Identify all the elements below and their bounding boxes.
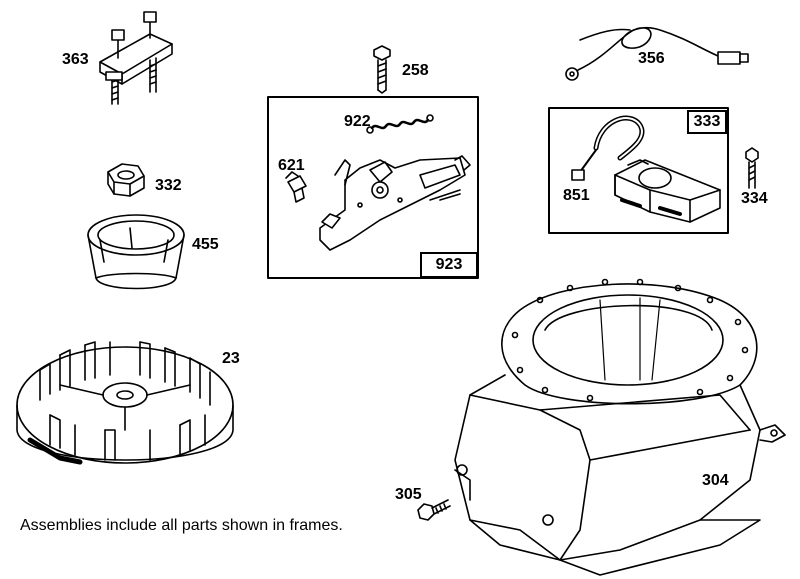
flywheel-23-drawing — [16, 341, 234, 465]
screw-334-drawing — [745, 147, 759, 189]
frame-label-333: 333 — [687, 110, 727, 134]
housing-304-drawing — [454, 278, 786, 576]
frame-923 — [267, 96, 479, 279]
part-label-363: 363 — [62, 51, 89, 68]
wire-356-drawing — [565, 27, 749, 81]
frame-label-923: 923 — [420, 252, 478, 278]
part-label-305: 305 — [395, 486, 422, 503]
screw-305-drawing — [417, 499, 451, 521]
bolt-258-drawing — [373, 45, 391, 94]
armature-assembly-drawing — [571, 115, 721, 223]
part-label-922: 922 — [344, 113, 371, 130]
part-label-356: 356 — [638, 50, 665, 67]
part-label-258: 258 — [402, 62, 429, 79]
part-label-304: 304 — [702, 472, 729, 489]
part-label-334: 334 — [741, 190, 768, 207]
assembly-note: Assemblies include all parts shown in fr… — [20, 517, 343, 534]
frame-333 — [548, 107, 729, 234]
part-label-332: 332 — [155, 177, 182, 194]
part-label-621: 621 — [278, 157, 305, 174]
part-label-851: 851 — [563, 187, 590, 204]
governor-assembly-drawing — [285, 114, 471, 251]
part-label-455: 455 — [192, 236, 219, 253]
cup-455-drawing — [87, 214, 185, 290]
nut-332-drawing — [107, 163, 145, 197]
bracket-363-drawing — [99, 11, 173, 105]
part-label-23: 23 — [222, 350, 240, 367]
